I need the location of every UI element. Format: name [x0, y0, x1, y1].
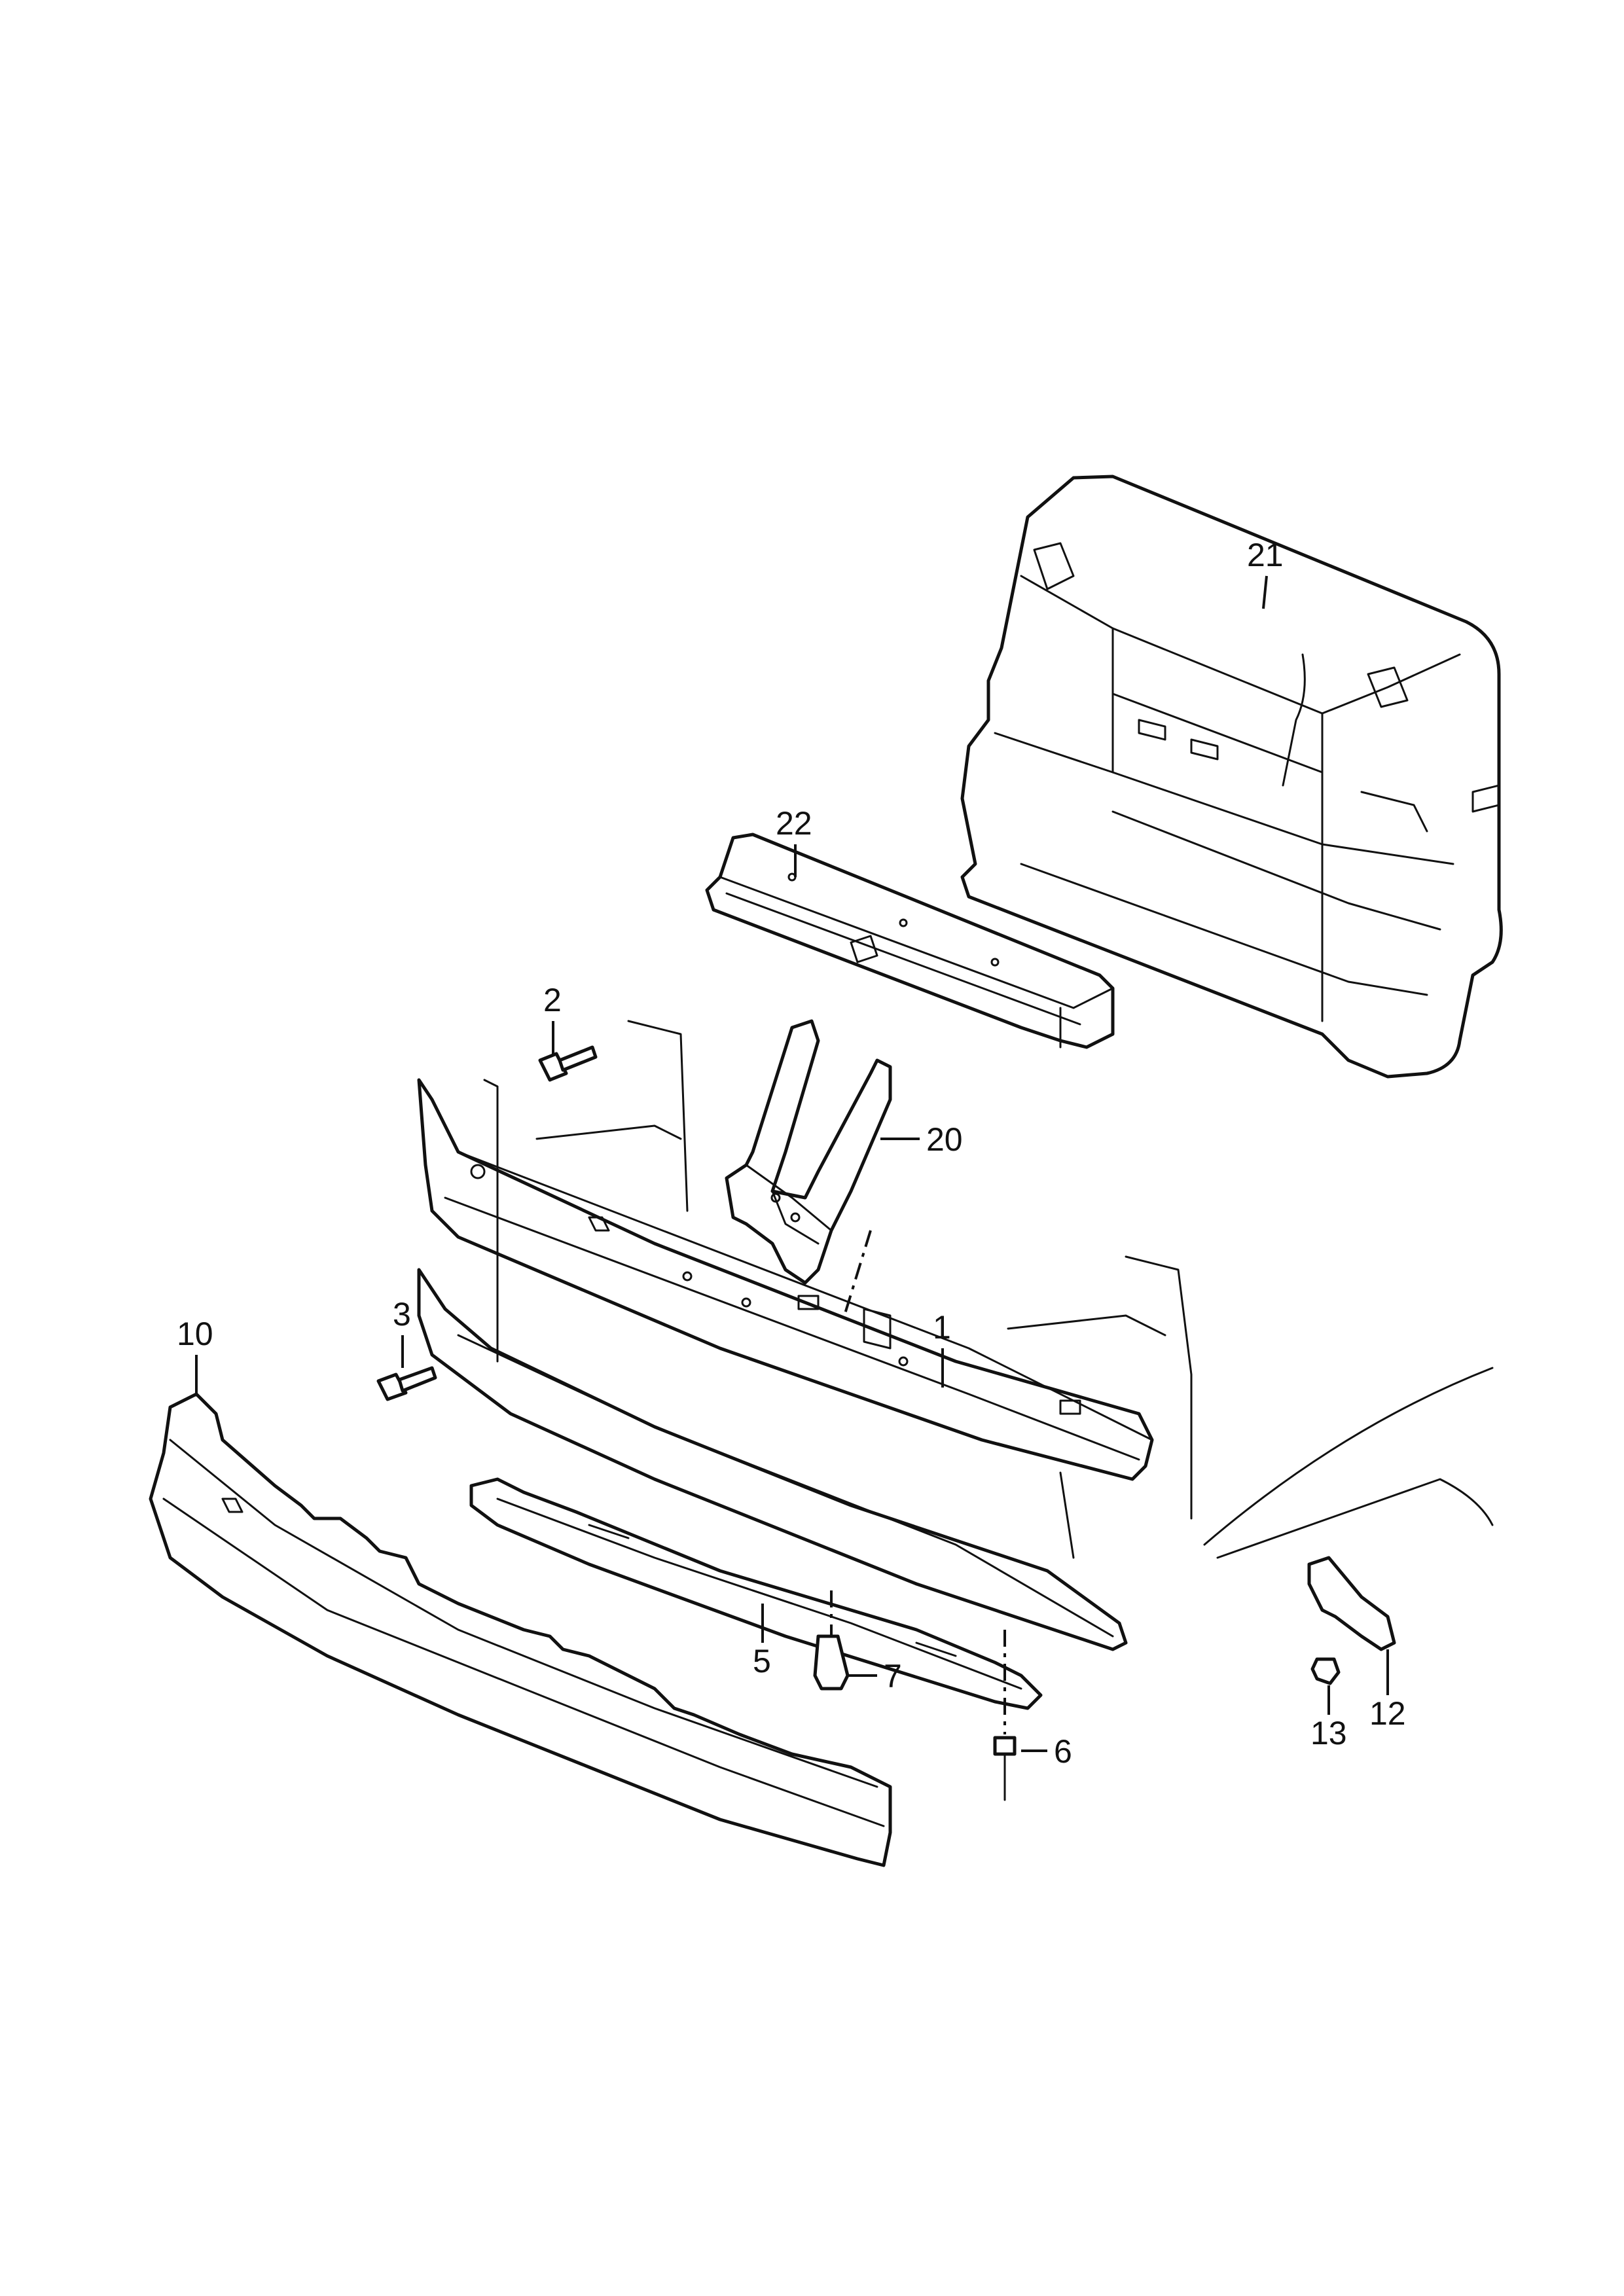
part-12-bracket	[1307, 1556, 1396, 1651]
part-5-reinforcement	[469, 1477, 1043, 1710]
part-22-cross-member	[705, 833, 1115, 1049]
part-13-nut	[1310, 1657, 1341, 1685]
callout-2: 2	[543, 982, 562, 1018]
leader-21	[1262, 575, 1268, 609]
part-7-nut	[813, 1634, 850, 1691]
callout-13: 13	[1310, 1715, 1347, 1751]
callout-1: 1	[933, 1309, 951, 1346]
callout-5: 5	[753, 1643, 771, 1679]
callout-12: 12	[1369, 1695, 1406, 1732]
part-6-screw	[993, 1736, 1017, 1801]
callout-6: 6	[1054, 1733, 1072, 1770]
part-21-air-guide	[960, 475, 1503, 1079]
part-3-bolt	[376, 1366, 437, 1401]
part-20-bracket	[725, 1019, 892, 1285]
callout-10: 10	[177, 1316, 213, 1352]
assembly-line-20	[843, 1230, 872, 1316]
callout-3: 3	[393, 1296, 411, 1333]
callout-20: 20	[926, 1121, 963, 1158]
part-10-impact-absorber	[149, 1392, 892, 1867]
part-2-bolt	[538, 1045, 598, 1082]
part-1-lock-carrier	[417, 1020, 1193, 1651]
fender-outline	[1203, 1367, 1494, 1559]
callout-21: 21	[1247, 537, 1284, 573]
callout-22: 22	[776, 805, 812, 842]
callout-7: 7	[884, 1658, 902, 1695]
